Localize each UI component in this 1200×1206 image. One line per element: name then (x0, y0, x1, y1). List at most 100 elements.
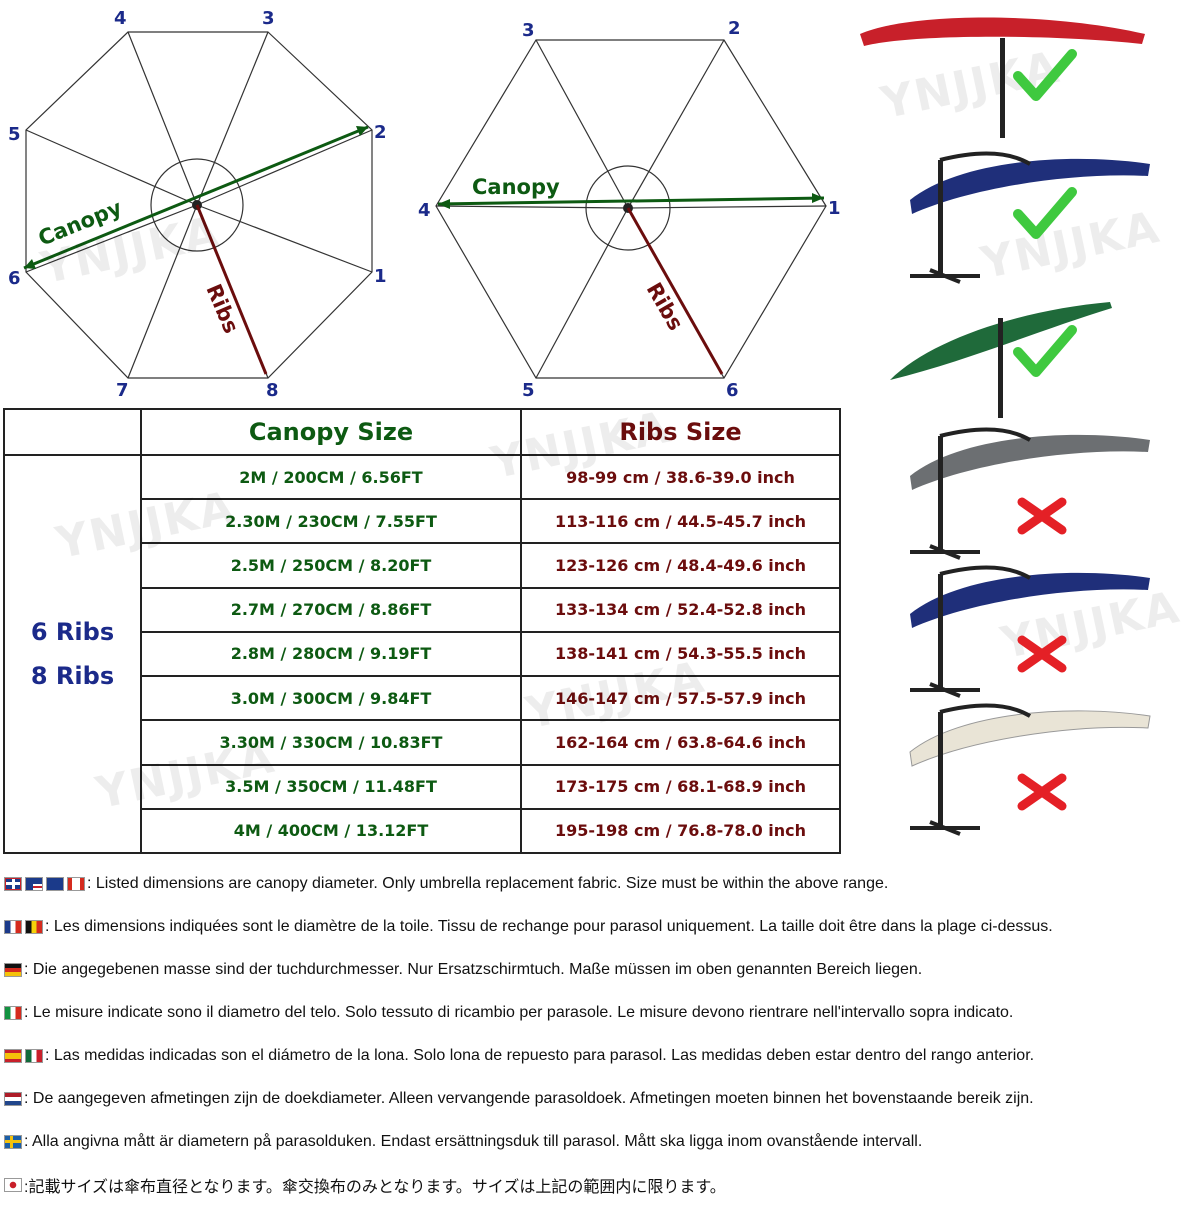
umbrella-canopy (909, 710, 1151, 767)
umbrella-pole (938, 712, 943, 830)
rib-count-cell: 6 Ribs 8 Ribs (3, 454, 142, 854)
octagon-point-1: 1 (374, 266, 387, 287)
language-note: :記載サイズは傘布直径となります。傘交換布のみとなります。サイズは上記の範囲内に… (4, 1163, 1200, 1206)
check-icon (1013, 325, 1077, 377)
flag-us-icon (25, 876, 43, 891)
flag-group (4, 1091, 22, 1106)
hexagon-point-1: 1 (828, 198, 841, 219)
table-row: 4M / 400CM / 13.12FT 195-198 cm / 76.8-7… (4, 807, 841, 855)
hexagon-point-4: 4 (418, 200, 431, 221)
umbrella-arm (939, 427, 1032, 442)
hexagon-point-3: 3 (522, 20, 535, 41)
umbrella-item (910, 151, 1150, 284)
table-row: 2.8M / 280CM / 9.19FT 138-141 cm / 54.3-… (4, 630, 841, 678)
flag-fr-icon (4, 919, 22, 934)
umbrella-item (910, 565, 1150, 698)
ribs-size-cell: 146-147 cm / 57.5-57.9 inch (520, 675, 841, 722)
cross-icon (1017, 497, 1067, 535)
flag-group (4, 919, 43, 934)
umbrella-item (860, 17, 1145, 138)
umbrella-arm (939, 565, 1032, 580)
table-header-blank (3, 408, 142, 456)
language-notes: : Listed dimensions are canopy diameter.… (4, 862, 1200, 1206)
cross-icon (1017, 635, 1067, 673)
hexagon-canopy-label: Canopy (472, 175, 560, 199)
table-row: 3.0M / 300CM / 9.84FT 146-147 cm / 57.5-… (4, 675, 841, 722)
rib-count-8: 8 Ribs (30, 662, 115, 690)
umbrella-pole (938, 574, 943, 692)
octagon-ribs-label: Ribs (201, 281, 243, 337)
canopy-size-cell: 3.5M / 350CM / 11.48FT (140, 763, 522, 810)
umbrella-canopy (910, 434, 1150, 490)
octagon-point-3: 3 (262, 8, 275, 29)
language-note: : Las medidas indicadas son el diámetro … (4, 1034, 1200, 1077)
flag-group (4, 1134, 22, 1149)
umbrella-pole (938, 160, 943, 278)
canopy-size-cell: 4M / 400CM / 13.12FT (140, 807, 522, 855)
language-note: : Les dimensions indiquées sont le diamè… (4, 905, 1200, 948)
canopy-size-cell: 2.30M / 230CM / 7.55FT (140, 498, 522, 545)
octagon-diagram: Canopy Ribs 1 2 3 4 5 6 7 8 (8, 8, 387, 401)
language-note: : Die angegebenen masse sind der tuchdur… (4, 948, 1200, 991)
flag-group (4, 1005, 22, 1020)
table-row: 3.5M / 350CM / 11.48FT 173-175 cm / 68.1… (4, 763, 841, 810)
check-icon (1013, 187, 1077, 239)
ribs-size-cell: 162-164 cm / 63.8-64.6 inch (520, 719, 841, 766)
canopy-size-cell: 3.30M / 330CM / 10.83FT (140, 719, 522, 766)
flag-jp-icon (4, 1177, 22, 1192)
flag-group (4, 1177, 22, 1192)
note-text: : De aangegeven afmetingen zijn de doekd… (24, 1089, 1034, 1107)
umbrella-base (910, 820, 980, 836)
note-text: : Listed dimensions are canopy diameter.… (87, 874, 889, 892)
flag-de-icon (4, 962, 22, 977)
note-text: : Le misure indicate sono il diametro de… (24, 1003, 1014, 1021)
ribs-size-cell: 113-116 cm / 44.5-45.7 inch (520, 498, 841, 545)
flag-ca-icon (67, 876, 85, 891)
umbrella-pole (1000, 38, 1005, 138)
flag-group (4, 962, 22, 977)
canopy-size-cell: 3.0M / 300CM / 9.84FT (140, 675, 522, 722)
umbrella-item (909, 703, 1151, 836)
umbrella-pole (938, 436, 943, 554)
umbrella-item (910, 427, 1150, 560)
umbrella-compatibility-column (860, 17, 1151, 836)
language-note: : Listed dimensions are canopy diameter.… (4, 862, 1200, 905)
flag-group (4, 876, 85, 891)
table-row: 3.30M / 330CM / 10.83FT 162-164 cm / 63.… (4, 719, 841, 766)
flag-nl-icon (4, 1091, 22, 1106)
octagon-point-7: 7 (116, 380, 129, 401)
note-text: : Die angegebenen masse sind der tuchdur… (24, 960, 923, 978)
hexagon-point-6: 6 (726, 380, 739, 401)
umbrella-base (910, 268, 980, 284)
flag-mx-icon (25, 1048, 43, 1063)
octagon-point-8: 8 (266, 380, 279, 401)
ribs-size-cell: 98-99 cm / 38.6-39.0 inch (520, 453, 841, 501)
ribs-size-header: Ribs Size (520, 408, 841, 456)
octagon-point-6: 6 (8, 268, 21, 289)
hexagon-diagram: Canopy Ribs 1 2 3 4 5 6 (418, 18, 841, 401)
rib-count-6: 6 Ribs (30, 618, 115, 646)
cross-icon (1017, 773, 1067, 811)
flag-au-icon (46, 876, 64, 891)
flag-se-icon (4, 1134, 22, 1149)
ribs-size-cell: 133-134 cm / 52.4-52.8 inch (520, 586, 841, 633)
flag-be-icon (25, 919, 43, 934)
flag-uk-icon (4, 876, 22, 891)
hexagon-point-2: 2 (728, 18, 741, 39)
note-text: : Las medidas indicadas son el diámetro … (45, 1046, 1035, 1064)
size-table: Canopy Size Ribs Size 6 Ribs 8 Ribs 2M /… (3, 408, 841, 855)
umbrella-arm (939, 703, 1032, 718)
canopy-size-cell: 2.7M / 270CM / 8.86FT (140, 586, 522, 633)
note-text: : Les dimensions indiquées sont le diamè… (45, 917, 1053, 935)
umbrella-canopy (910, 572, 1150, 628)
canopy-size-cell: 2M / 200CM / 6.56FT (140, 453, 522, 501)
flag-group (4, 1048, 43, 1063)
language-note: : Alla angivna mått är diametern på para… (4, 1120, 1200, 1163)
umbrella-pole (998, 318, 1003, 418)
flag-es-icon (4, 1048, 22, 1063)
table-row: 2.7M / 270CM / 8.86FT 133-134 cm / 52.4-… (4, 586, 841, 633)
table-header-row: Canopy Size Ribs Size (3, 408, 841, 456)
table-row: 2.5M / 250CM / 8.20FT 123-126 cm / 48.4-… (4, 542, 841, 589)
octagon-point-2: 2 (374, 122, 387, 143)
umbrella-base (910, 682, 980, 698)
